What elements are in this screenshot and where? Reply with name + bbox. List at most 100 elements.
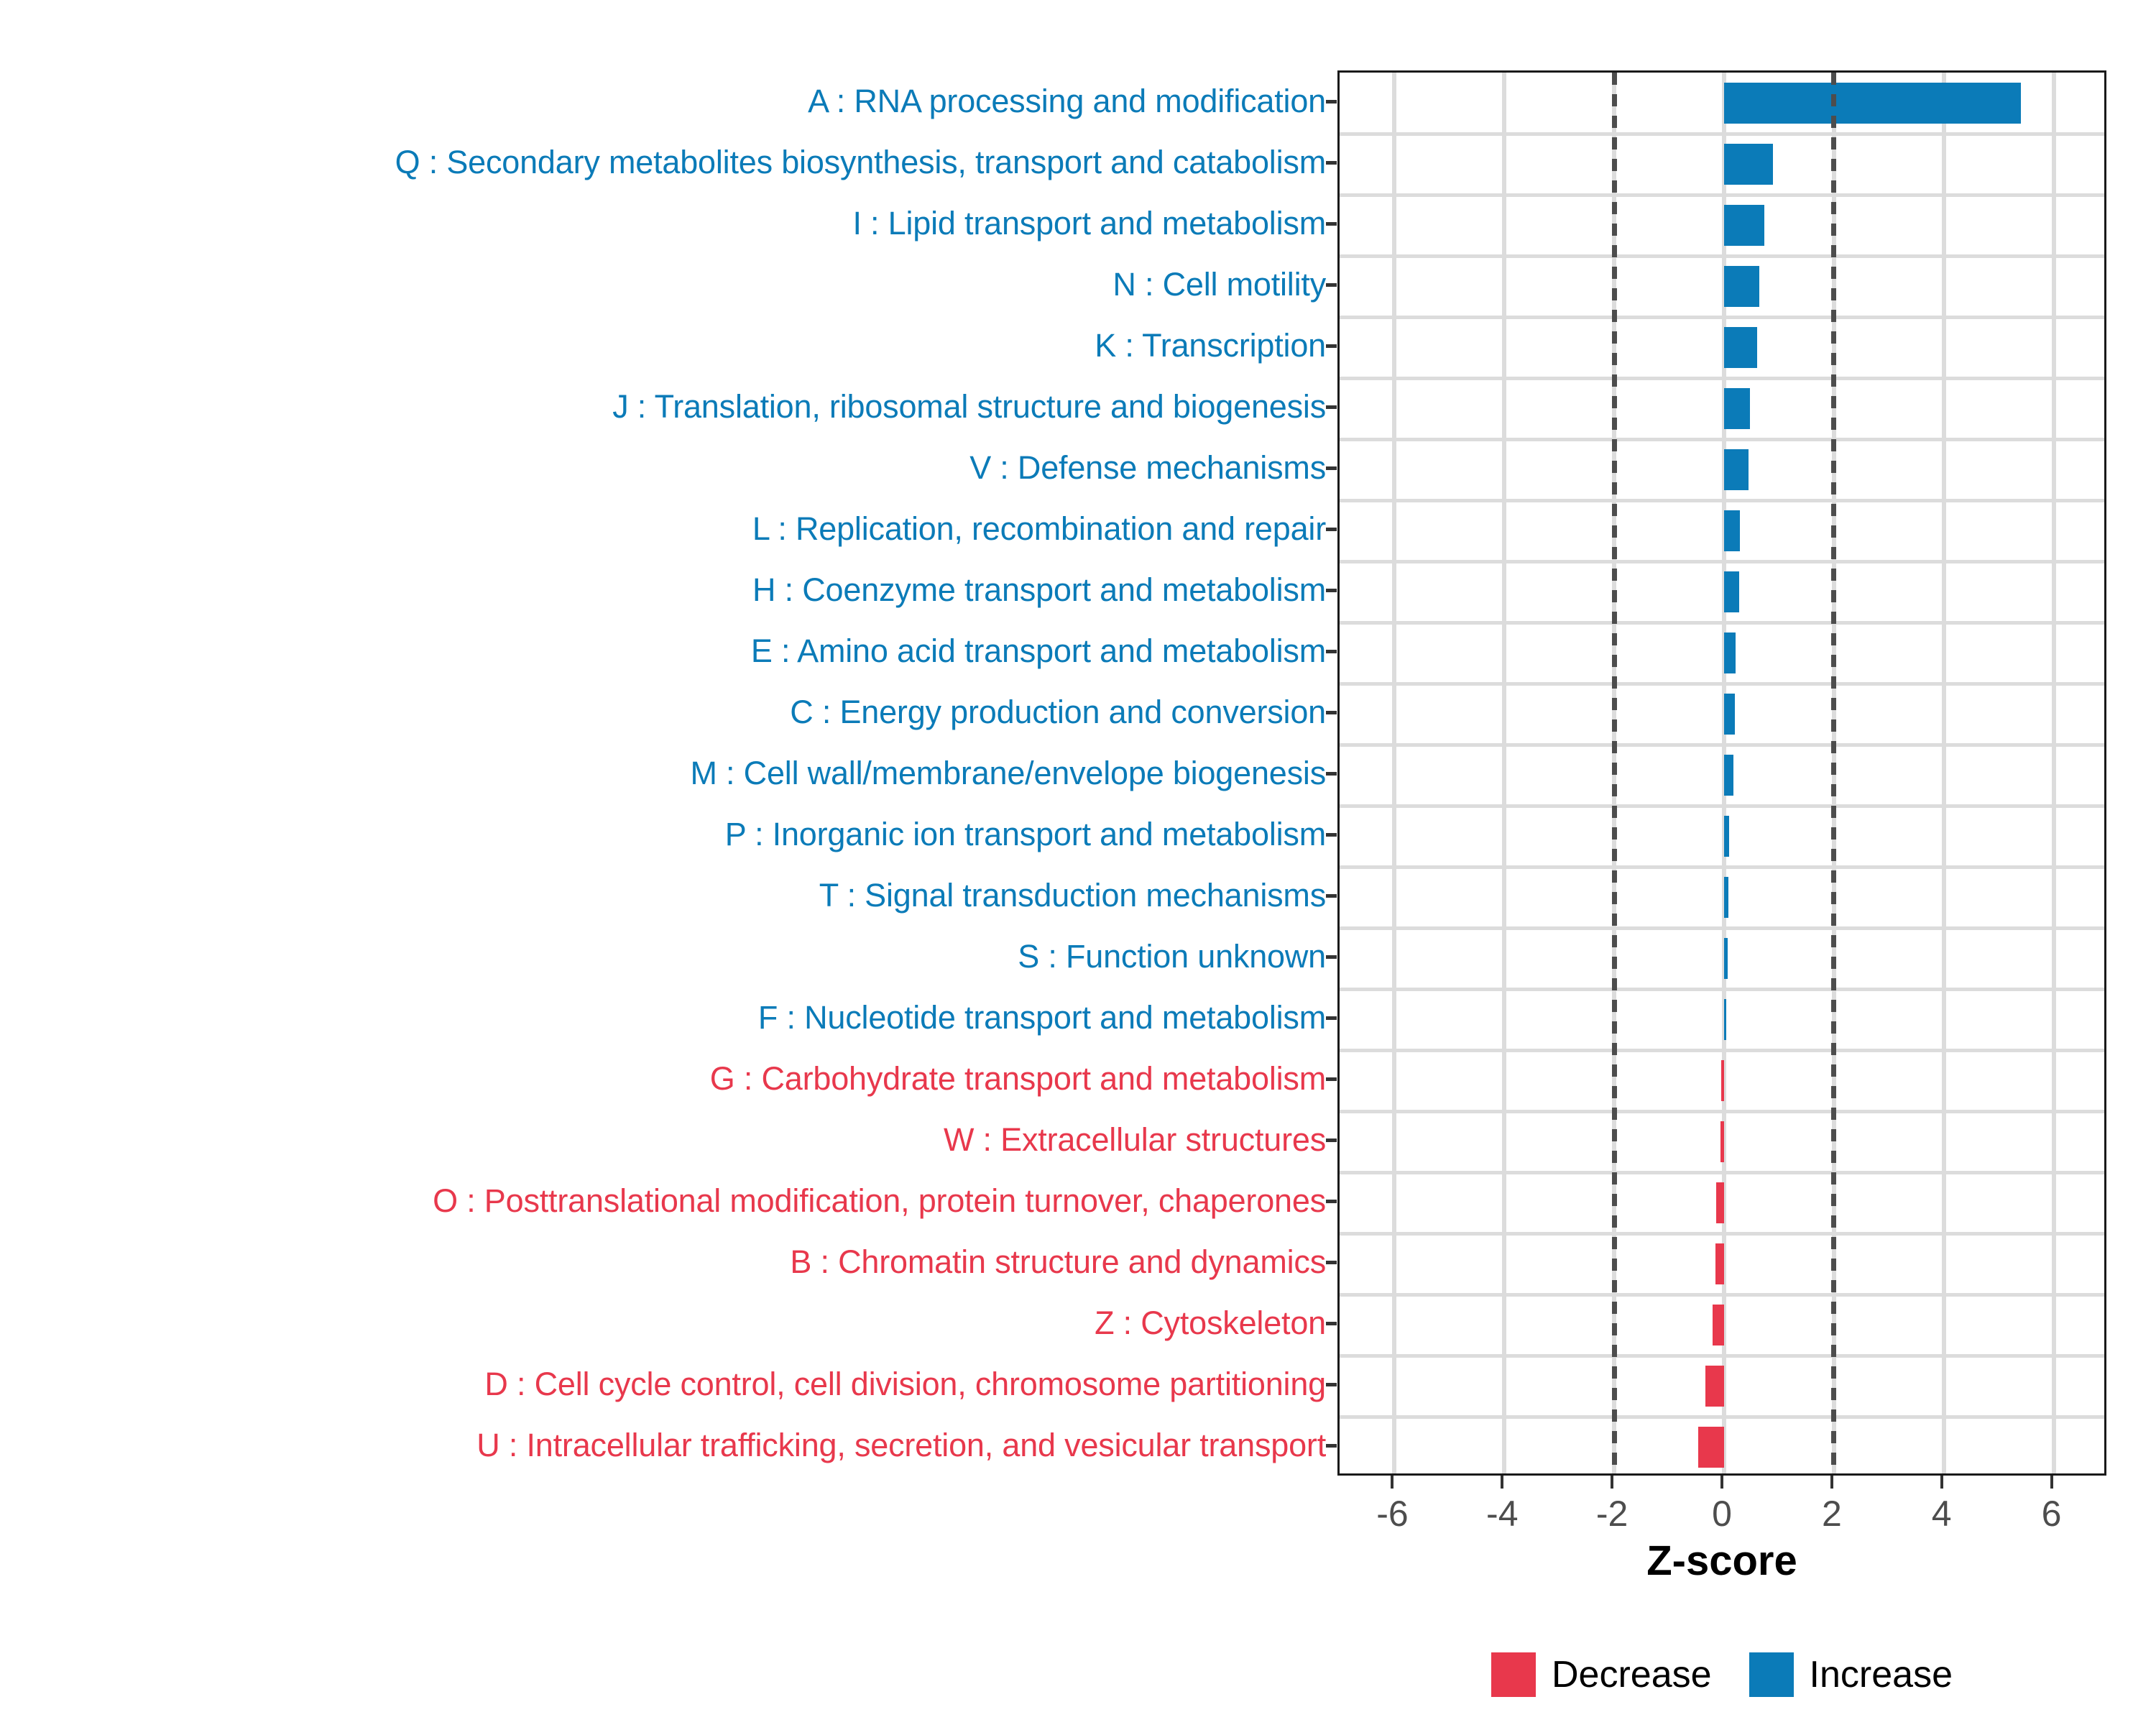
bar [1724,938,1728,979]
gridline-horizontal [1340,560,2104,564]
y-axis-tick [1326,893,1337,898]
y-axis-tick [1326,1443,1337,1448]
x-axis-tick [1501,1476,1504,1489]
x-axis-tick [1830,1476,1833,1489]
x-axis-tick [1611,1476,1614,1489]
bar [1724,144,1774,185]
bar [1724,327,1757,368]
y-axis-tick [1326,99,1337,104]
gridline-horizontal [1340,1232,2104,1236]
gridline-horizontal [1340,926,2104,930]
y-axis-tick [1326,344,1337,348]
gridline-horizontal [1340,438,2104,441]
gridline-horizontal [1340,193,2104,197]
y-axis-label: Q : Secondary metabolites biosynthesis, … [395,144,1327,180]
y-axis-tick [1326,954,1337,959]
y-axis-label: S : Function unknown [1018,938,1326,975]
y-axis-category-labels: A : RNA processing and modification Q : S… [0,70,1337,1476]
x-axis-title: Z-score [1646,1537,1797,1584]
gridline-horizontal [1340,682,2104,686]
gridline-horizontal [1340,988,2104,991]
y-axis-label: V : Defense mechanisms [969,449,1326,486]
x-axis-tick-label: 2 [1821,1494,1842,1534]
y-axis-tick [1326,588,1337,592]
gridline-vertical [2051,73,2056,1473]
gridline-horizontal [1340,865,2104,869]
y-axis-label: E : Amino acid transport and metabolism [750,632,1326,669]
gridline-vertical [1392,73,1397,1473]
y-axis-tick [1326,282,1337,287]
bar [1698,1427,1724,1468]
bar [1705,1366,1724,1407]
gridline-vertical [1502,73,1507,1473]
x-axis-tick-label: 4 [1931,1494,1952,1534]
y-axis-label: A : RNA processing and modification [808,83,1326,119]
bar [1712,1305,1724,1346]
bar [1724,999,1727,1040]
x-axis-tick-label: 6 [2041,1494,2062,1534]
y-axis-tick [1326,1016,1337,1020]
gridline-horizontal [1340,377,2104,380]
x-axis-tick-label: -6 [1376,1494,1409,1534]
bar [1724,510,1741,551]
gridline-horizontal [1340,1171,2104,1174]
x-axis-tick-label: 0 [1712,1494,1732,1534]
y-axis-label: F : Nucleotide transport and metabolism [757,999,1326,1036]
bar [1724,816,1729,857]
bar [1715,1243,1724,1284]
bar [1724,571,1740,612]
y-axis-label: K : Transcription [1095,327,1326,364]
y-axis-tick [1326,1138,1337,1142]
gridline-horizontal [1340,743,2104,747]
gridline-horizontal [1340,499,2104,502]
gridline-horizontal [1340,316,2104,319]
bar [1724,877,1729,918]
y-axis-label: H : Coenzyme transport and metabolism [752,571,1326,608]
gridline-horizontal [1340,804,2104,808]
gridline-horizontal [1340,254,2104,258]
y-axis-label: O : Posttranslational modification, prot… [433,1182,1326,1219]
gridline-horizontal [1340,621,2104,625]
gridline-horizontal [1340,1049,2104,1052]
y-axis-label: J : Translation, ribosomal structure and… [612,388,1326,425]
y-axis-tick [1326,710,1337,714]
gridline-horizontal [1340,132,2104,136]
threshold-line [1831,73,1837,1473]
y-axis-label: U : Intracellular trafficking, secretion… [476,1427,1326,1463]
gridline-horizontal [1340,1293,2104,1297]
legend-swatch-decrease [1491,1652,1536,1697]
y-axis-tick [1326,527,1337,531]
y-axis-label: Z : Cytoskeleton [1095,1305,1326,1341]
bar [1724,266,1759,307]
bar [1724,694,1735,735]
y-axis-label: I : Lipid transport and metabolism [852,205,1326,242]
bar [1724,632,1736,673]
gridline-horizontal [1340,1354,2104,1358]
x-axis-tick-label: -2 [1595,1494,1628,1534]
y-axis-tick [1326,1321,1337,1325]
gridline-vertical [1941,73,1946,1473]
y-axis-tick [1326,405,1337,409]
legend-item[interactable]: Increase [1749,1652,1953,1697]
y-axis-tick [1326,1199,1337,1203]
threshold-line [1611,73,1617,1473]
y-axis-label: N : Cell motility [1112,266,1326,303]
x-axis-tick [1720,1476,1723,1489]
bar [1724,83,2021,124]
x-axis-tick [1391,1476,1394,1489]
bar [1724,205,1764,246]
y-axis-tick [1326,160,1337,165]
legend-item[interactable]: Decrease [1491,1652,1712,1697]
bar [1724,388,1750,429]
y-axis-label: D : Cell cycle control, cell division, c… [484,1366,1326,1402]
y-axis-label: C : Energy production and conversion [790,694,1326,730]
legend-label: Increase [1809,1654,1953,1696]
bar [1724,755,1733,796]
gridline-horizontal [1340,1110,2104,1113]
y-axis-label: B : Chromatin structure and dynamics [790,1243,1326,1280]
y-axis-tick [1326,466,1337,470]
y-axis-tick [1326,1382,1337,1386]
y-axis-tick [1326,832,1337,837]
